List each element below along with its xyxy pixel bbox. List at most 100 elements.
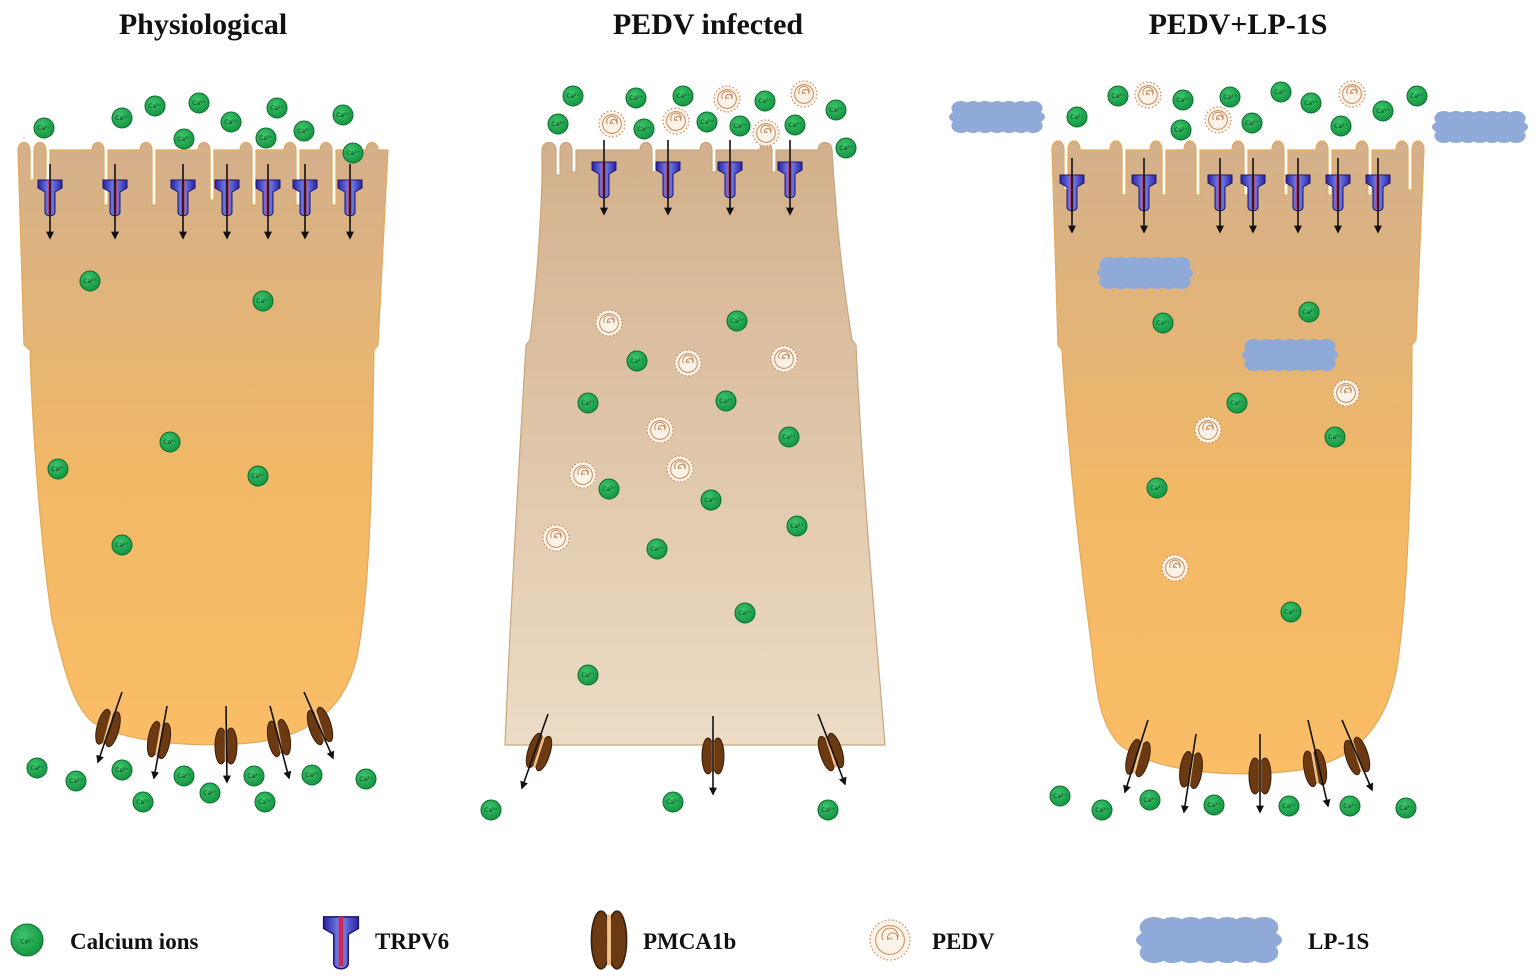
calcium-ion-label: Ca²⁺ (1223, 94, 1236, 101)
calcium-ion: Ca²⁺ (1324, 426, 1346, 448)
calcium-ion-label: Ca²⁺ (270, 105, 283, 112)
calcium-ion: Ca²⁺ (1278, 795, 1300, 817)
calcium-ion-label: Ca²⁺ (305, 772, 318, 779)
legend: Ca²⁺ Calcium ions TRPV6 PMCA1b PEDV LP-1… (10, 910, 1369, 970)
calcium-ion: Ca²⁺ (1226, 392, 1248, 414)
calcium-ion: Ca²⁺ (1395, 797, 1417, 819)
calcium-ion-label: Ca²⁺ (30, 765, 43, 772)
pmca1b-pump (590, 910, 628, 970)
calcium-ion-label: Ca²⁺ (733, 123, 746, 130)
calcium-ion-label: Ca²⁺ (790, 523, 803, 530)
legend-trpv6-label: TRPV6 (375, 929, 449, 954)
calcium-ion-label: Ca²⁺ (1284, 609, 1297, 616)
calcium-ion-label: Ca²⁺ (247, 773, 260, 780)
calcium-ion: Ca²⁺ (342, 142, 364, 164)
calcium-ion-label: Ca²⁺ (1111, 93, 1124, 100)
pedv-particle (666, 455, 694, 483)
calcium-ion: Ca²⁺ (1146, 477, 1168, 499)
calcium-ion-label: Ca²⁺ (83, 278, 96, 285)
legend-lp1s-icon (1136, 917, 1282, 963)
calcium-ion: Ca²⁺ (47, 458, 69, 480)
calcium-ion: Ca²⁺ (79, 270, 101, 292)
calcium-ion-label: Ca²⁺ (251, 473, 264, 480)
calcium-ion: Ca²⁺ (1330, 115, 1352, 137)
calcium-ion-label: Ca²⁺ (1245, 120, 1258, 127)
calcium-ion-label: Ca²⁺ (115, 767, 128, 774)
calcium-ion-label: Ca²⁺ (566, 93, 579, 100)
pedv-particle (569, 461, 597, 489)
calcium-ion-label: Ca²⁺ (602, 486, 615, 493)
calcium-ion: Ca²⁺ (293, 120, 315, 142)
calcium-ion-label: Ca²⁺ (256, 298, 269, 305)
lp1s-particle (1432, 111, 1528, 143)
pedv-particle (646, 416, 674, 444)
calcium-ion: Ca²⁺ (1280, 601, 1302, 623)
calcium-ion: Ca²⁺ (173, 765, 195, 787)
pedv-particle (790, 80, 818, 108)
calcium-ions: Ca²⁺ Ca²⁺ Ca²⁺ Ca²⁺ Ca²⁺ Ca²⁺ Ca²⁺ Ca²⁺ Ca²⁺ Ca²⁺… (26, 81, 1428, 821)
pmca1b-pump (817, 732, 845, 772)
calcium-ion-label: Ca²⁺ (719, 398, 732, 405)
calcium-ion: Ca²⁺ (784, 114, 806, 136)
panel-title-pedv-lp1s: PEDV+LP-1S (1149, 8, 1328, 41)
legend-lp1s-label: LP-1S (1308, 929, 1369, 954)
calcium-ion: Ca²⁺ (1170, 119, 1192, 141)
calcium-ion: Ca²⁺ (786, 515, 808, 537)
calcium-ion-label: Ca²⁺ (730, 318, 743, 325)
calcium-ion: Ca²⁺ (696, 111, 718, 133)
legend-pmca1b-icon (590, 910, 628, 970)
lp1s-particle (1097, 257, 1193, 289)
calcium-ion-label: Ca²⁺ (821, 807, 834, 814)
calcium-ion: Ca²⁺ (1091, 799, 1113, 821)
calcium-ion: Ca²⁺ (132, 791, 154, 813)
calcium-ion: Ca²⁺ (111, 759, 133, 781)
cell-physiological (17, 141, 389, 746)
calcium-ion-label: Ca²⁺ (1156, 320, 1169, 327)
calcium-ion: Ca²⁺ (754, 90, 776, 112)
calcium-ion: Ca²⁺ (1049, 785, 1071, 807)
calcium-ion: Ca²⁺ (715, 390, 737, 412)
calcium-ion-label: Ca²⁺ (650, 546, 663, 553)
calcium-ion-label: Ca²⁺ (1343, 803, 1356, 810)
calcium-ion: Ca²⁺ (1339, 795, 1361, 817)
calcium-ion: Ca²⁺ (1172, 89, 1194, 111)
pedv-particle (770, 345, 798, 373)
calcium-ion-label: Ca²⁺ (297, 128, 310, 135)
cell-pedv-infected (504, 141, 886, 746)
calcium-ion: Ca²⁺ (817, 799, 839, 821)
pedv-particle (713, 85, 741, 113)
calcium-ion-label: Ca²⁺ (484, 807, 497, 814)
calcium-ion-label: Ca²⁺ (20, 939, 33, 946)
calcium-ion: Ca²⁺ (173, 128, 195, 150)
calcium-ion: Ca²⁺ (254, 791, 276, 813)
pedv-particle (1332, 379, 1360, 407)
calcium-ion-label: Ca²⁺ (192, 100, 205, 107)
lp1s-particle (1136, 917, 1282, 963)
calcium-ion: Ca²⁺ (1241, 112, 1263, 134)
calcium-ion-label: Ca²⁺ (666, 799, 679, 806)
calcium-ion: Ca²⁺ (199, 782, 221, 804)
calcium-ion: Ca²⁺ (480, 799, 502, 821)
calcium-ion-label: Ca²⁺ (630, 358, 643, 365)
calcium-ion: Ca²⁺ (243, 765, 265, 787)
calcium-ion: Ca²⁺ (577, 664, 599, 686)
calcium-ion-label: Ca²⁺ (1095, 807, 1108, 814)
pedv-particle (662, 107, 690, 135)
calcium-ion: Ca²⁺ (332, 104, 354, 126)
pedv-particle (542, 524, 570, 552)
transport-arrow (520, 713, 549, 790)
transport-arrow (1123, 719, 1149, 794)
pedv-particle (1194, 416, 1222, 444)
calcium-ion: Ca²⁺ (734, 602, 756, 624)
pedv-particle (674, 349, 702, 377)
calcium-ion-label: Ca²⁺ (1207, 802, 1220, 809)
pmca1b-pump (306, 706, 334, 746)
calcium-ion-label: Ca²⁺ (1410, 93, 1423, 100)
calcium-ion-label: Ca²⁺ (346, 150, 359, 157)
calcium-ion: Ca²⁺ (1066, 106, 1088, 128)
calcium-ion-label: Ca²⁺ (829, 107, 842, 114)
calcium-ion-label: Ca²⁺ (1174, 127, 1187, 134)
calcium-ion: Ca²⁺ (33, 117, 55, 139)
calcium-ion-label: Ca²⁺ (69, 778, 82, 785)
